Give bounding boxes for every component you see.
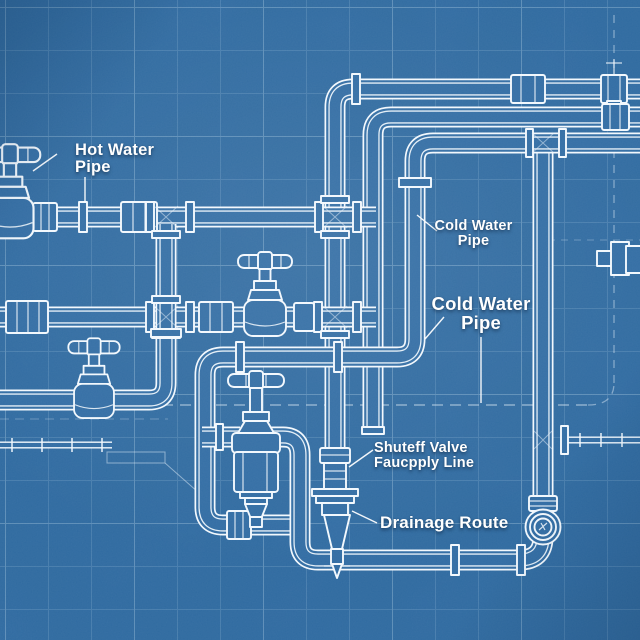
label-line: Cold Water — [434, 218, 513, 234]
label-line: Pipe — [457, 233, 490, 250]
label-drainage-route: Drainage Route — [380, 514, 508, 532]
label-cold-water-pipe-lower: Cold Water Pipe — [414, 294, 548, 333]
label-shutoff-valve: Shuteff Valve Faucpply Line — [374, 440, 475, 472]
label-line: Drainage Route — [380, 513, 509, 532]
label-line: Cold Water — [431, 293, 531, 314]
label-line: Shuteff Valve — [374, 440, 468, 456]
label-line: Hot Water — [75, 141, 155, 159]
label-cold-water-pipe-upper: Cold Water Pipe — [416, 218, 531, 250]
label-hot-water-pipe: Hot Water Pipe — [75, 141, 155, 177]
label-line: Pipe — [461, 312, 501, 334]
label-line: Faucpply Line — [374, 455, 475, 472]
label-line: Pipe — [75, 158, 111, 177]
